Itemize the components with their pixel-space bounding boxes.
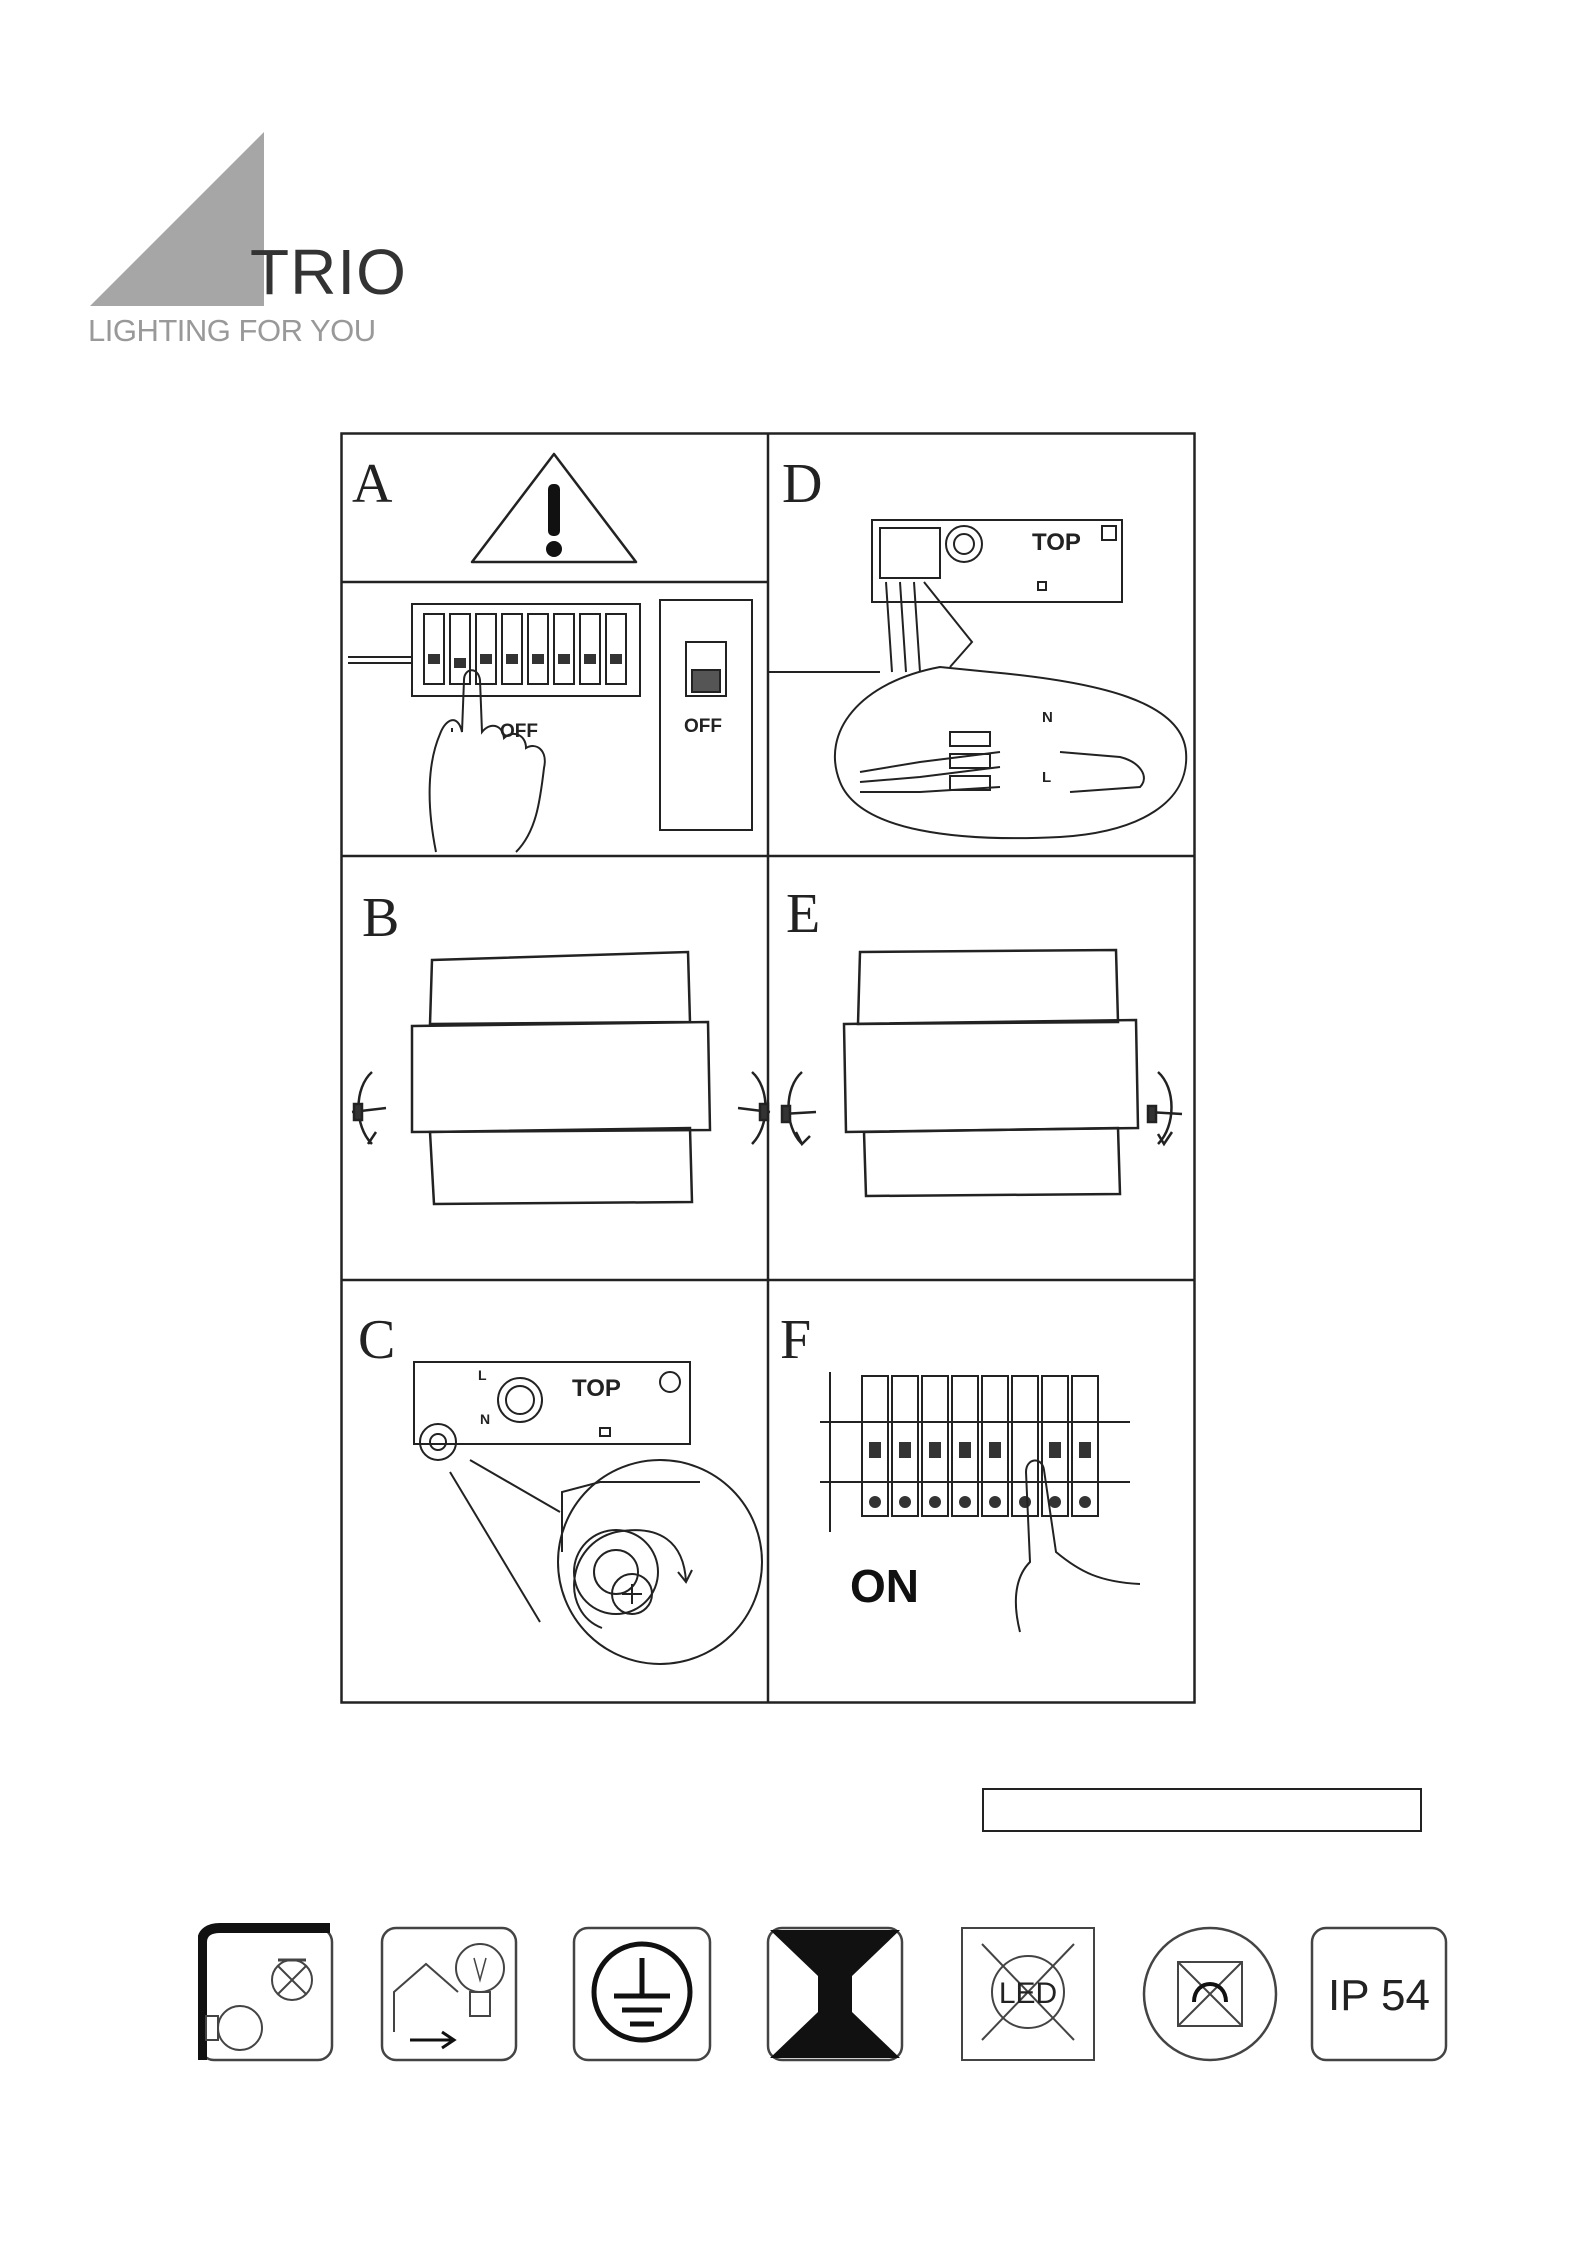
switch-off-label: OFF xyxy=(684,716,722,737)
panel-b: B xyxy=(352,887,770,1204)
svg-text:LED: LED xyxy=(999,1977,1057,2010)
led-not-replaceable-icon: LED xyxy=(962,1928,1094,2060)
symbols-row: LED IP 54 xyxy=(198,1920,1448,2064)
terminal-box-drawing xyxy=(768,520,1186,838)
not-dimmable-icon xyxy=(1144,1928,1276,2060)
up-down-light-icon xyxy=(768,1928,902,2060)
panel-letter-f: F xyxy=(780,1309,811,1371)
panel-e: E xyxy=(782,883,1182,1196)
panel-f: F ON xyxy=(780,1309,1140,1632)
indoor-outdoor-icon xyxy=(200,1928,332,2060)
d-top-label: TOP xyxy=(1032,529,1081,556)
panel-c: C TOP L N xyxy=(358,1309,762,1664)
panel-d: D TOP N L xyxy=(768,453,1186,838)
bulb-replaceable-icon xyxy=(382,1928,516,2060)
screw-detail-drawing xyxy=(414,1362,762,1664)
steps-grid: A xyxy=(340,432,1196,1704)
d-n-label: N xyxy=(1042,709,1053,726)
panel-letter-e: E xyxy=(786,883,820,945)
installation-steps: A xyxy=(340,432,1196,1704)
protective-earth-icon xyxy=(574,1928,710,2060)
panel-letter-d: D xyxy=(782,453,822,515)
trio-logo: TRIO LIGHTING FOR YOU xyxy=(88,130,408,360)
d-l-label: L xyxy=(1042,769,1051,786)
c-n-label: N xyxy=(480,1411,490,1427)
logo-brand: TRIO xyxy=(250,240,407,304)
logo-tagline: LIGHTING FOR YOU xyxy=(88,315,376,346)
ip-rating-icon: IP 54 xyxy=(1312,1928,1446,2060)
c-l-label: L xyxy=(478,1367,487,1383)
c-top-label: TOP xyxy=(572,1375,621,1402)
panel-letter-a: A xyxy=(352,453,393,515)
warning-icon xyxy=(472,454,636,562)
ip-rating-label: IP 54 xyxy=(1328,1971,1430,2020)
model-number-box xyxy=(982,1788,1422,1832)
wall-lamp-drawing-b xyxy=(352,952,770,1204)
panel-letter-c: C xyxy=(358,1309,395,1371)
wall-lamp-drawing-e xyxy=(782,950,1182,1196)
breaker-off-label: OFF xyxy=(500,721,538,742)
product-symbols: LED IP 54 xyxy=(198,1920,1448,2064)
on-label: ON xyxy=(850,1560,919,1612)
panel-a: A xyxy=(348,453,752,852)
panel-letter-b: B xyxy=(362,887,399,949)
